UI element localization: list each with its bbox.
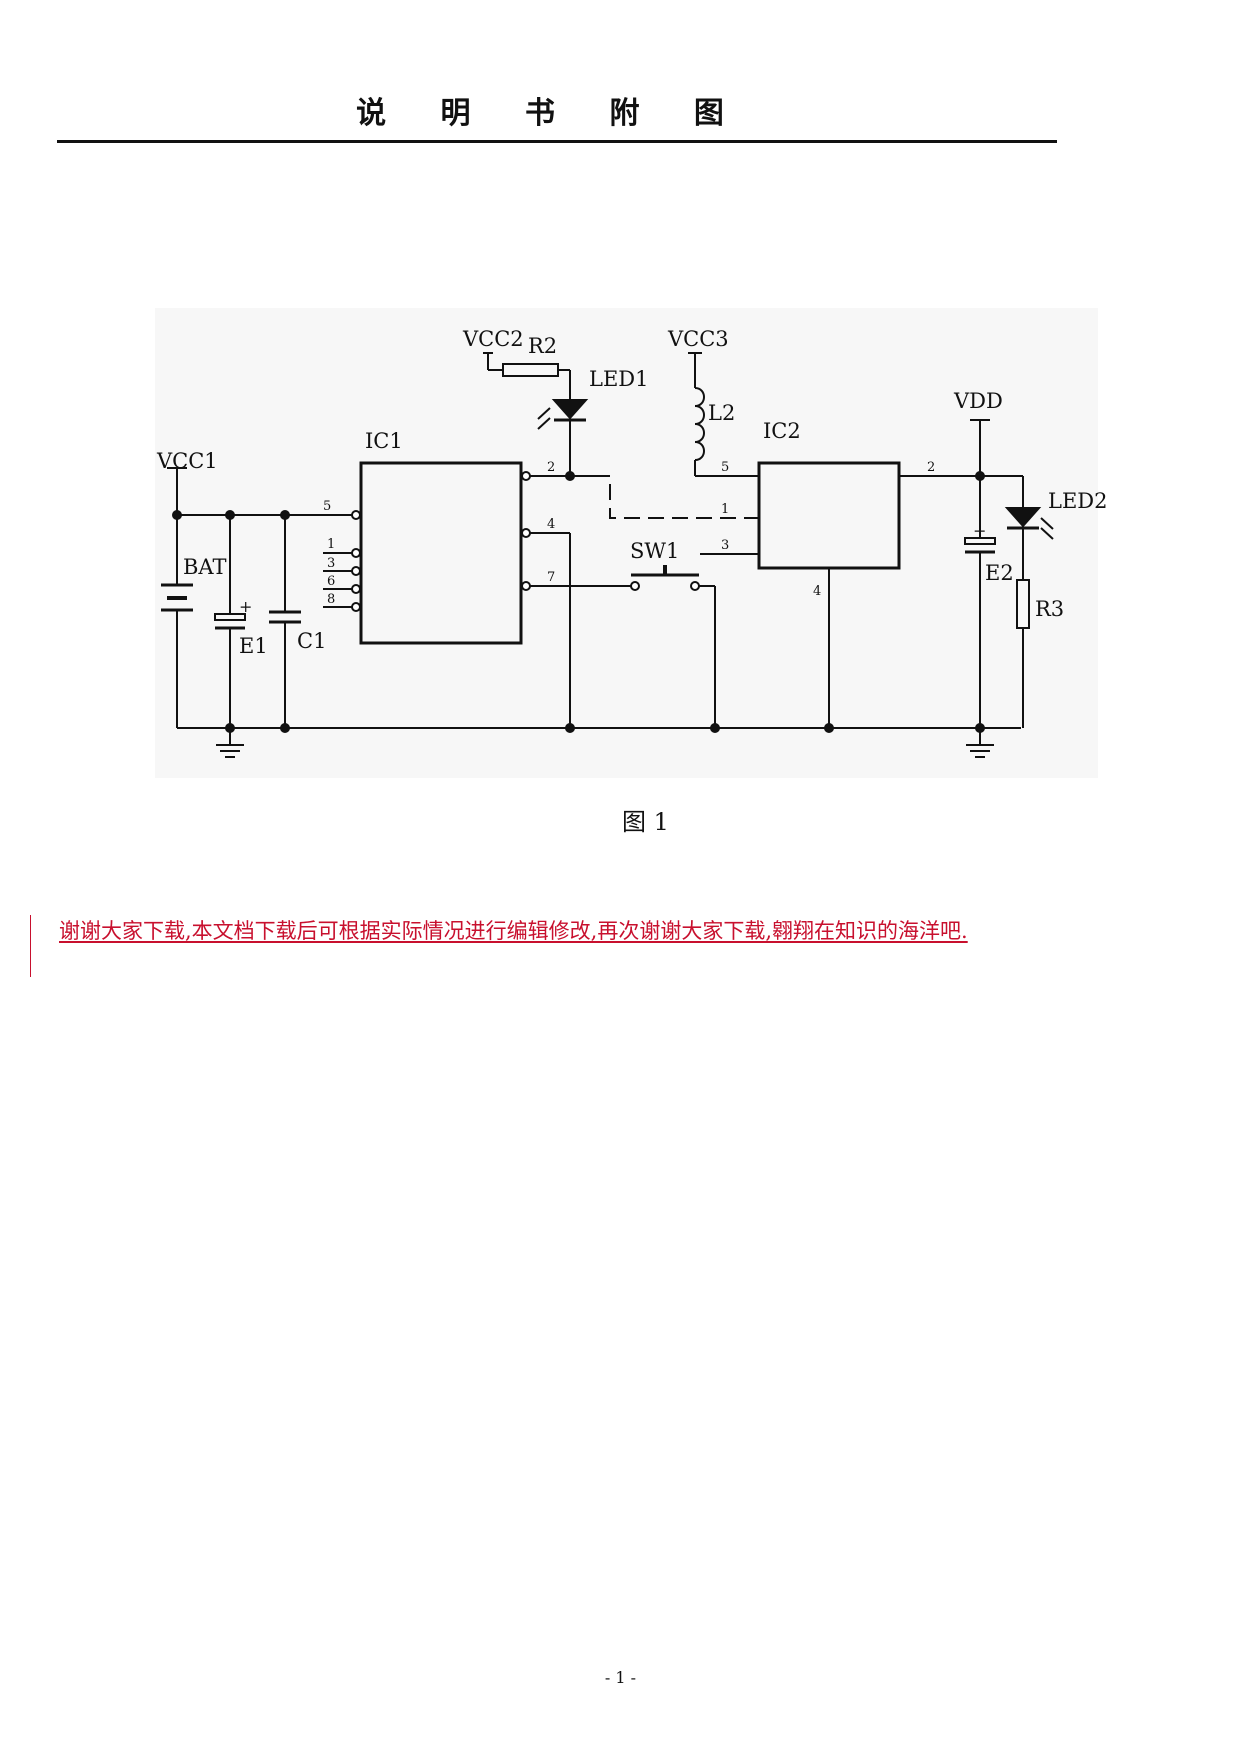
- pin-circle: [351, 566, 361, 576]
- polarity-mark: +: [973, 521, 986, 540]
- figure-caption: 图 1: [622, 808, 669, 836]
- label-r2: R2: [528, 334, 557, 358]
- sw1-contact: [690, 581, 700, 591]
- pin-circle: [351, 510, 361, 520]
- polarity-mark: +: [239, 597, 252, 616]
- sw1-contact: [630, 581, 640, 591]
- title-char: 图: [693, 96, 724, 131]
- pin-label: 5: [721, 460, 729, 475]
- pin-circle: [351, 584, 361, 594]
- pin-circle: [521, 471, 531, 481]
- pin-circle: [521, 528, 531, 538]
- ground-symbol: [216, 728, 244, 758]
- dashed-link: [570, 475, 759, 519]
- led2-diode: [1004, 507, 1042, 528]
- pin-label: 3: [327, 556, 335, 571]
- pin-label: 2: [927, 460, 935, 475]
- pin-label: 8: [327, 592, 335, 607]
- title-char: 明: [440, 96, 471, 131]
- label-c1: C1: [297, 629, 326, 653]
- led1-light-arrows: [537, 407, 551, 430]
- resistor-r2: [502, 363, 559, 377]
- pin-label: 6: [327, 574, 335, 589]
- label-l2: L2: [708, 401, 735, 425]
- pin-label: 4: [547, 517, 555, 532]
- led1-diode: [551, 399, 589, 420]
- label-vcc3: VCC3: [667, 327, 729, 351]
- pin-label: 7: [547, 570, 555, 585]
- label-ic1: IC1: [365, 429, 403, 453]
- label-vdd: VDD: [953, 389, 1003, 413]
- title-rule: [57, 140, 1057, 143]
- note-margin-bar: [30, 915, 31, 977]
- download-note: 谢谢大家下载,本文档下载后可根据实际情况进行编辑修改,再次谢谢大家下载,翱翔在知…: [59, 919, 968, 943]
- label-bat: BAT: [183, 555, 226, 579]
- pin-circle: [521, 581, 531, 591]
- label-r3: R3: [1035, 597, 1064, 621]
- label-ic2: IC2: [763, 419, 801, 443]
- pin-label: 1: [721, 502, 729, 517]
- ground-symbol: [966, 728, 994, 758]
- led2-light-arrows: [1040, 517, 1054, 540]
- resistor-r3: [1016, 579, 1030, 629]
- pin-label: 1: [327, 537, 335, 552]
- pin-label: 3: [721, 538, 729, 553]
- label-e2: E2: [985, 561, 1014, 585]
- label-vcc2: VCC2: [462, 327, 524, 351]
- ic1-body: [359, 461, 523, 645]
- inductor-l2: [694, 387, 705, 461]
- title-char: 附: [609, 96, 640, 131]
- title-char: 书: [525, 96, 555, 131]
- pin-label: 5: [323, 499, 331, 514]
- page-number: - 1 -: [604, 1668, 637, 1687]
- ic2-body: [757, 461, 901, 570]
- page-title: 说 明 书 附 图: [0, 88, 1080, 132]
- pin-label: 4: [813, 584, 821, 599]
- circuit-diagram: VCC1 VCC2 R2 LED1 VCC3 L2 IC2 IC1 VDD LE…: [156, 327, 1107, 758]
- pin-label: 2: [547, 460, 555, 475]
- pin-circle: [351, 602, 361, 612]
- junction: [280, 723, 290, 733]
- pin-circle: [351, 548, 361, 558]
- title-char: 说: [356, 96, 387, 131]
- label-sw1: SW1: [630, 539, 679, 563]
- label-led1: LED1: [589, 367, 648, 391]
- label-e1: E1: [239, 634, 268, 658]
- label-vcc1: VCC1: [156, 449, 218, 473]
- capacitor-e1: [214, 613, 246, 621]
- capacitor-e2: [964, 537, 996, 545]
- circuit-figure: VCC1 VCC2 R2 LED1 VCC3 L2 IC2 IC1 VDD LE…: [155, 308, 1107, 778]
- label-led2: LED2: [1048, 489, 1107, 513]
